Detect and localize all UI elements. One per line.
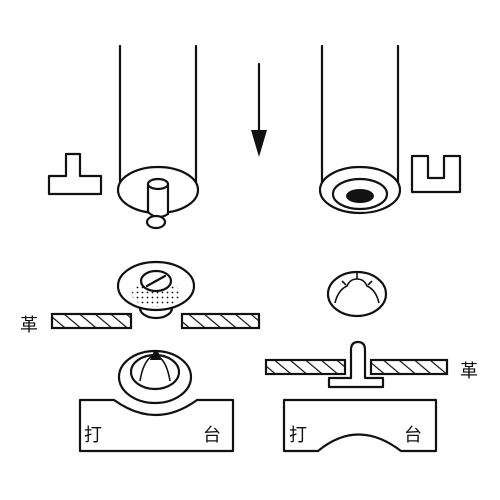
- left-anvil: [78, 398, 235, 453]
- arrow-down-icon: [251, 62, 267, 157]
- anvil-label-right-2: 台: [404, 425, 422, 446]
- left-snap-socket: [116, 260, 196, 320]
- u-shaped-tool-icon: [410, 154, 462, 194]
- punch-post-tip: [145, 177, 170, 230]
- t-shaped-tool-icon: [47, 152, 103, 196]
- right-anvil: [282, 398, 438, 453]
- left-spring-stud: [117, 349, 193, 405]
- left-leather-strip: [50, 312, 261, 330]
- anvil-label-left-1: 打: [84, 425, 102, 446]
- right-post-rivet: [327, 340, 385, 389]
- left-setting-punch: [116, 44, 200, 230]
- leather-label-right: 革: [460, 361, 478, 382]
- anvil-label-right-1: 打: [289, 425, 307, 446]
- right-setting-punch: [318, 44, 402, 215]
- leather-label-left: 革: [20, 315, 38, 336]
- right-leather-strip: [264, 358, 449, 376]
- right-snap-cap: [326, 270, 388, 318]
- anvil-label-left-2: 台: [203, 425, 221, 446]
